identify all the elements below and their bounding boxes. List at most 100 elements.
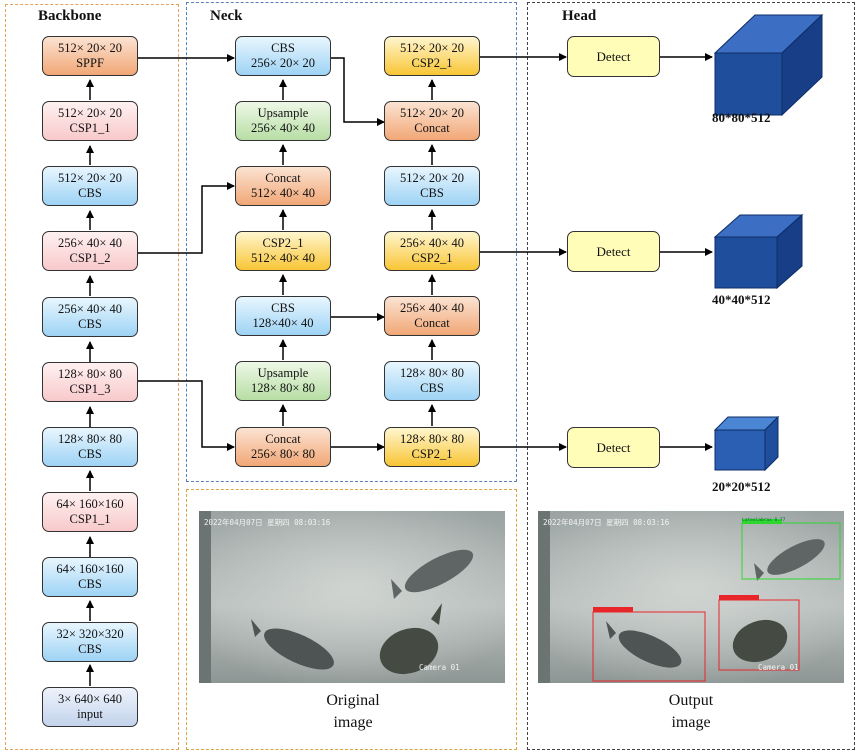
timestamp-overlay: 2022年04月07日 星期四 08:03:16 [543,518,670,527]
box-op: Concat [414,316,450,330]
box-op: CSP2_1 [411,56,453,70]
box-dims: 512× 20× 20 [399,171,465,185]
neck-title: Neck [210,8,243,24]
backbone-title: Backbone [38,8,102,24]
output-cube-small [713,415,780,472]
box-op: CSP1_2 [69,251,111,265]
box-op: CBS [420,381,444,395]
box-dims: 128× 80× 80 [250,381,316,395]
box-dims: 512× 20× 20 [399,106,465,120]
box-op: Upsample [257,366,309,380]
box-op: Concat [265,432,301,446]
output-shape-large: 80*80*512 [712,110,771,125]
box-op: CSP1_1 [69,512,111,526]
camera-label-overlay: Camera 01 [758,663,799,672]
box-dims: 512× 40× 40 [250,251,316,265]
backbone-panel [5,4,179,750]
detection-label: Lateolabrax 0.77 [742,518,786,523]
box-op: Concat [414,121,450,135]
box-dims: 256× 20× 20 [250,56,316,70]
box-dims: 512× 40× 40 [250,186,316,200]
box-dims: 512× 20× 20 [399,41,465,55]
box-dims: 32× 320×320 [56,627,124,641]
box-op: Upsample [257,106,309,120]
caption-line: image [333,714,373,731]
box-op: CBS [78,186,102,200]
detect-box-small: Detect [567,427,660,468]
box-dims: 512× 20× 20 [57,41,123,55]
box-op: CBS [271,301,295,315]
box-op: CSP1_3 [69,382,111,396]
box-dims: 256× 40× 40 [57,236,123,250]
box-op: CSP1_1 [69,121,111,135]
original-image-panel [186,489,517,750]
box-dims: 64× 160×160 [56,497,124,511]
box-dims: 512× 20× 20 [57,171,123,185]
box-dims: 256× 40× 40 [399,301,465,315]
box-dims: 3× 640× 640 [57,692,123,706]
box-dims: 256× 40× 40 [57,302,123,316]
box-op: CSP2_1 [262,236,304,250]
box-op: input [77,707,103,721]
box-dims: 128× 80× 80 [57,367,123,381]
box-dims: 256× 40× 40 [250,121,316,135]
camera-label-overlay: Camera 01 [419,663,460,672]
box-dims: 256× 80× 80 [250,447,316,461]
box-op: CBS [78,642,102,656]
output-image-caption: Output image [641,690,741,734]
box-op: CBS [78,577,102,591]
box-dims: 128× 80× 80 [57,432,123,446]
output-cube-medium [713,213,804,290]
output-shape-small: 20*20*512 [712,479,771,494]
neck-panel [186,2,517,482]
caption-line: Output [668,692,714,709]
box-dims: 128× 80× 80 [399,366,465,380]
box-dims: 512× 20× 20 [57,106,123,120]
box-op: CBS [420,186,444,200]
timestamp-overlay: 2022年04月07日 星期四 08:03:16 [204,518,331,527]
box-dims: 256× 40× 40 [399,236,465,250]
box-op: CBS [78,317,102,331]
detect-box-large: Detect [567,36,660,77]
box-dims: 64× 160×160 [56,562,124,576]
caption-line: image [671,714,711,731]
box-op: SPPF [76,56,104,70]
original-image-caption: Original image [303,690,403,734]
output-fish-image: 2022年04月07日 星期四 08:03:16 Lateolabrax 0.7… [538,511,844,683]
box-op: CBS [271,41,295,55]
head-panel [527,2,855,750]
head-title: Head [562,8,597,24]
output-cube-large [713,13,824,117]
original-fish-image: 2022年04月07日 星期四 08:03:16 Camera 01 [199,511,505,683]
box-op: CSP2_1 [411,251,453,265]
detect-box-medium: Detect [567,231,660,272]
box-dims: 128×40× 40 [252,316,314,330]
box-op: CBS [78,447,102,461]
box-dims: 128× 80× 80 [399,432,465,446]
box-op: CSP2_1 [411,447,453,461]
caption-line: Original [326,692,380,709]
